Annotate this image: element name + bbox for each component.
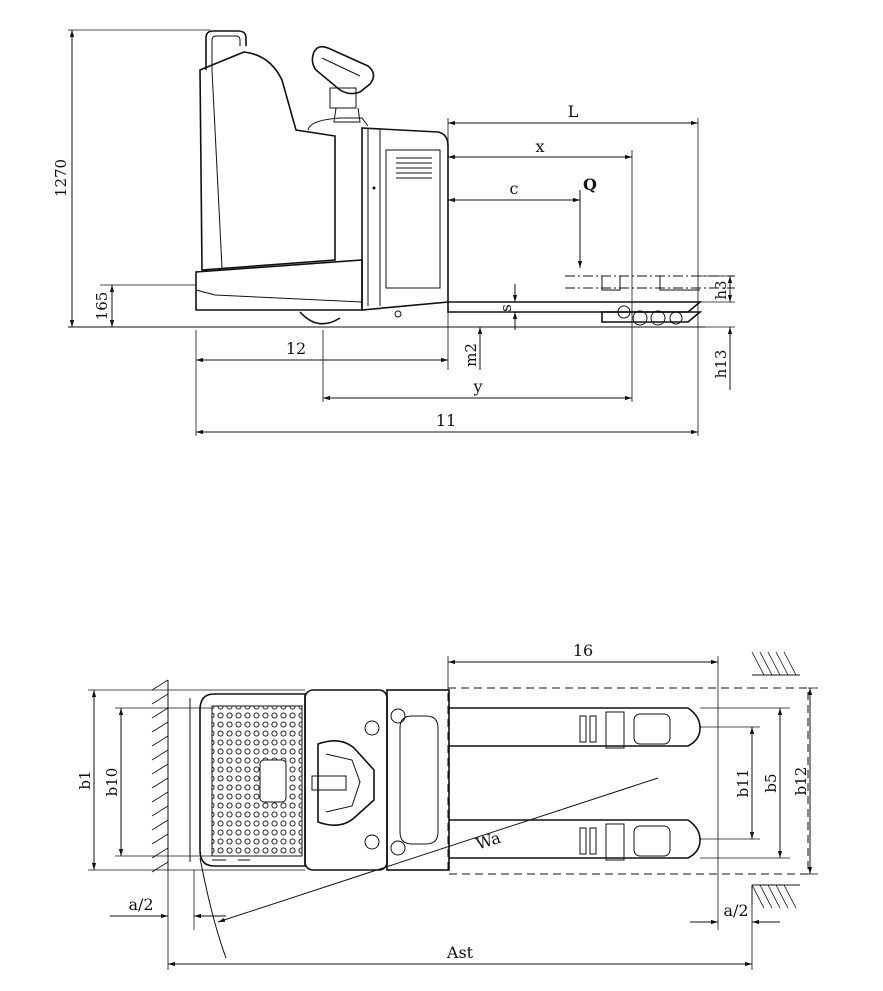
dim-label-l1: 11 [436, 411, 456, 430]
dim-label-a2-left: a/2 [128, 895, 153, 914]
dim-label-Wa: Wa [474, 828, 504, 854]
dim-label-165: 165 [93, 292, 111, 321]
fork-side [447, 275, 735, 326]
fork-top [449, 707, 701, 861]
dim-label-b10: b10 [103, 768, 121, 797]
wall-left [151, 679, 169, 873]
dim-label-b12: b12 [792, 767, 810, 796]
extension-lines-side [68, 29, 735, 436]
extension-lines-top [88, 656, 818, 970]
top-view: Wa 16 b1 b10 b11 [76, 641, 818, 970]
dim-label-s: s [497, 304, 515, 312]
dim-label-16: 16 [573, 641, 593, 660]
dim-label-y: y [472, 377, 482, 396]
truck-body-top [189, 689, 450, 871]
dim-label-1270: 1270 [52, 159, 70, 197]
dim-label-m2: m2 [462, 343, 480, 367]
dim-label-x: x [535, 137, 544, 156]
truck-body-side [195, 30, 449, 325]
dim-label-b5: b5 [762, 773, 780, 792]
dim-label-b11: b11 [734, 769, 752, 798]
dim-label-l2: 12 [286, 339, 306, 358]
dim-label-h3: h3 [712, 280, 730, 299]
dim-label-c: c [510, 179, 519, 198]
dim-label-h13: h13 [712, 350, 730, 379]
vent-grille-side [396, 157, 432, 179]
dim-label-b1: b1 [76, 770, 94, 789]
wall-right-bottom [751, 884, 800, 909]
dim-label-a2-right: a/2 [723, 901, 748, 920]
dim-label-Ast: Ast [446, 943, 474, 962]
side-view: L x c Q 1270 165 12 m2 s y 11 h3 [52, 29, 735, 436]
load-label-Q: Q [583, 175, 597, 194]
dim-label-L: L [568, 102, 579, 121]
wall-right-top [751, 651, 800, 676]
